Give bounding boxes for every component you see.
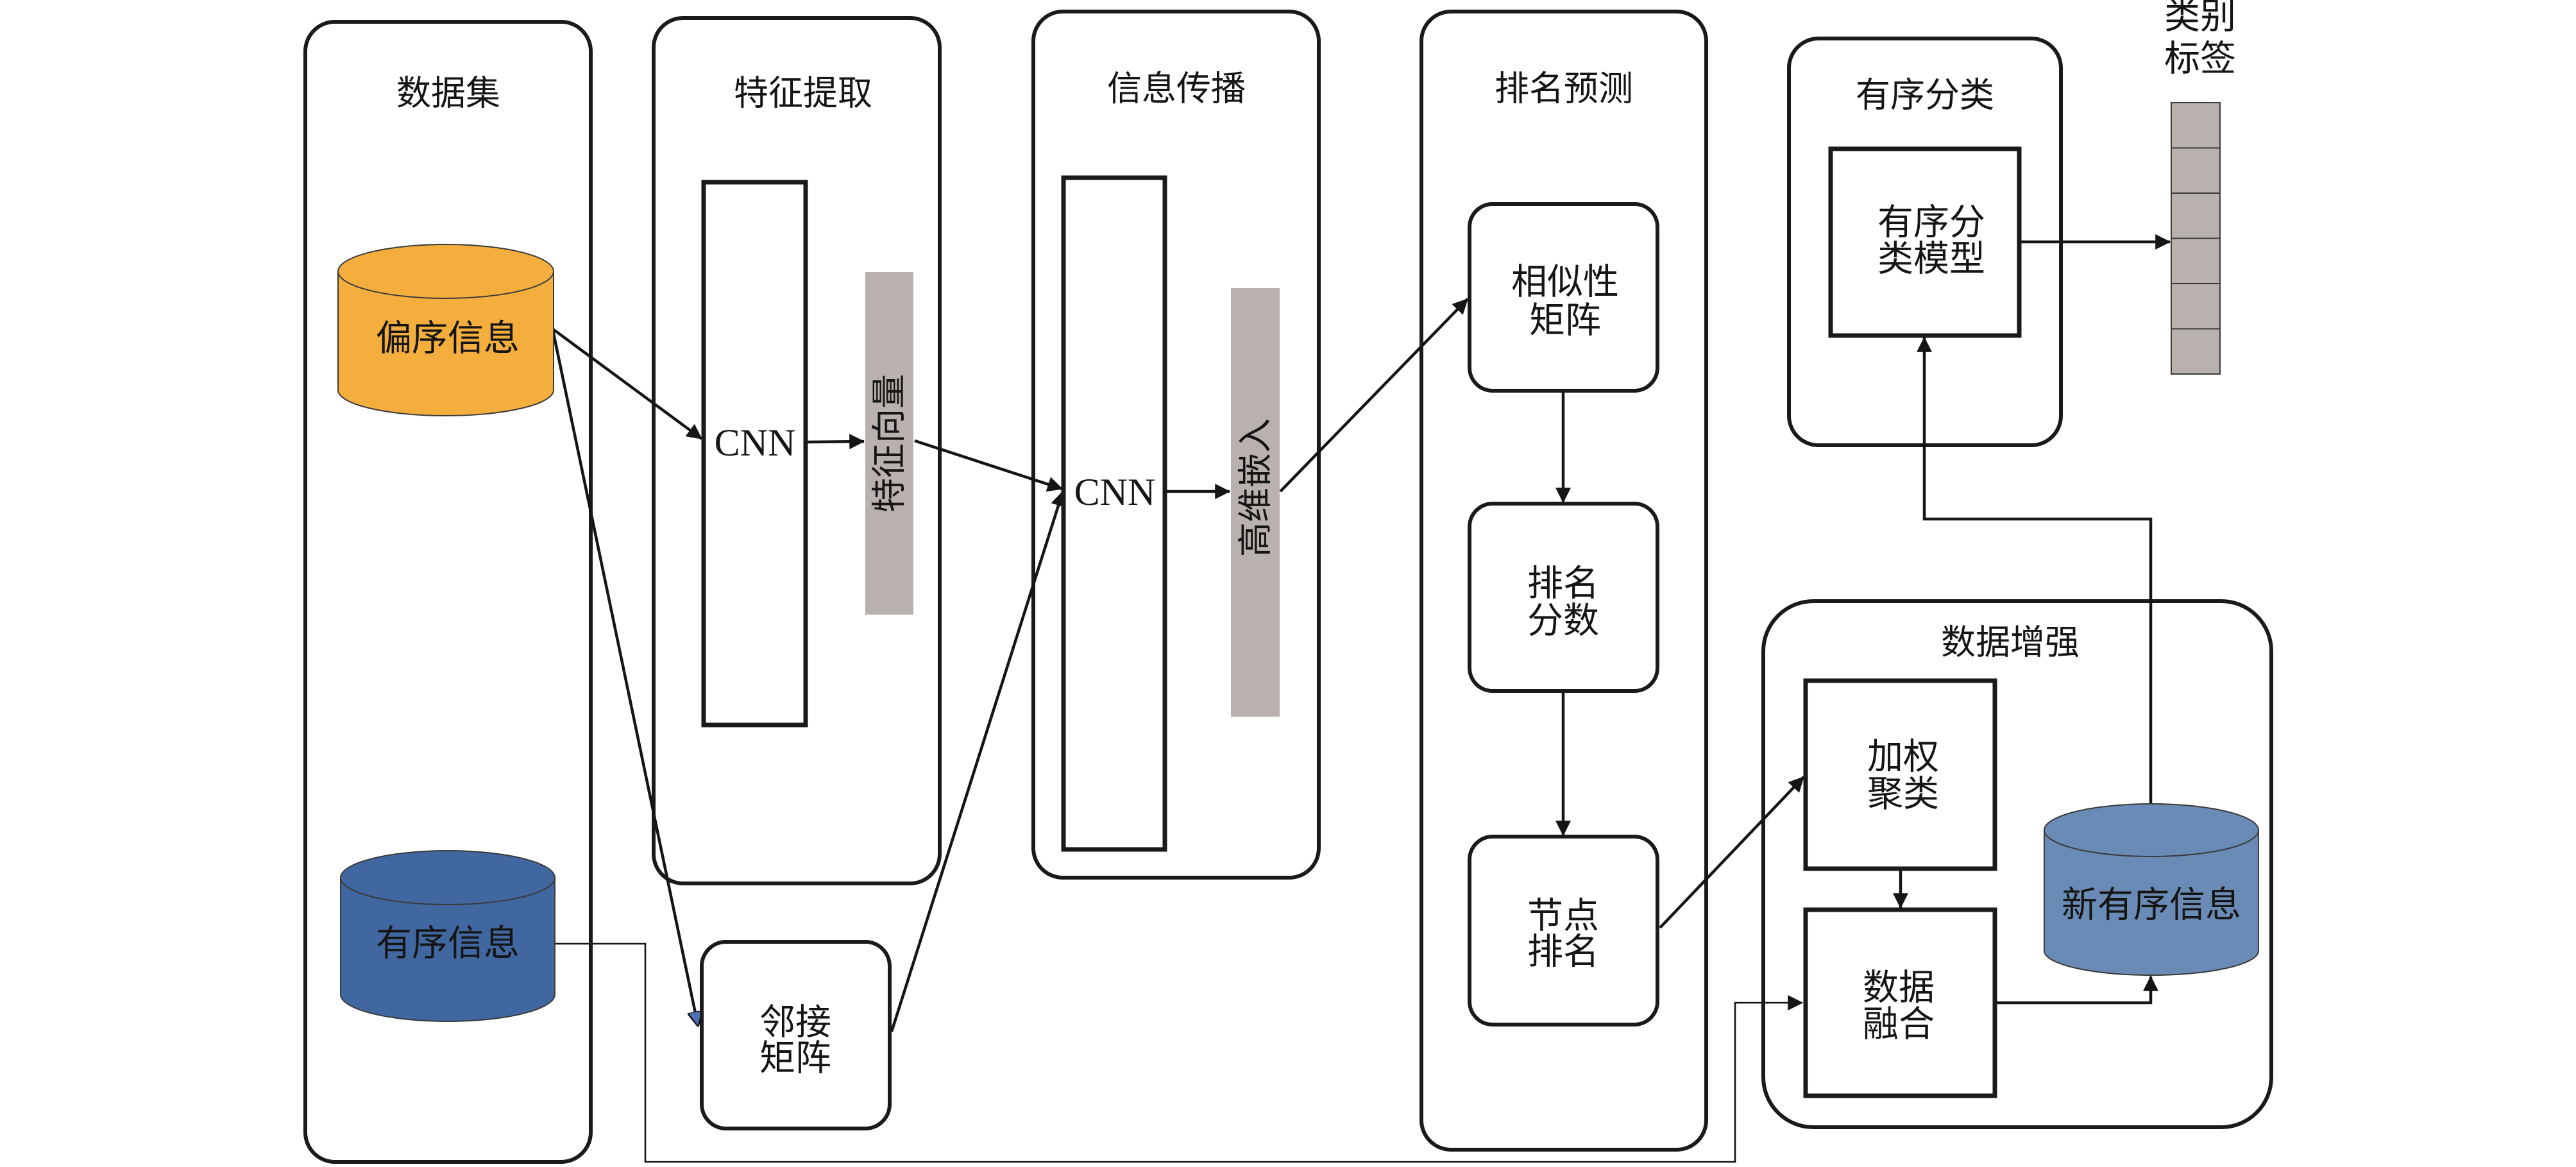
ordinal-model-label-line2: 类模型 [1877,239,1985,280]
data-fusion-label-line1: 数据 [1863,967,1935,1009]
connectors [551,234,2171,1163]
new-ordered-info-label: 新有序信息 [2062,885,2241,926]
ranking-score-box [1468,502,1659,693]
ranking-score-label-line1: 排名 [1527,563,1599,605]
class-labels-title-line2: 标签 [2164,38,2236,80]
edge-partial-order-to-cnn1 [552,328,703,440]
edge-ordered-info-to-fusion [555,942,1804,1163]
class-label-cell [2171,237,2221,284]
edge-partial-order-to-adjacency [551,330,698,1025]
stage-feature-extraction-title: 特征提取 [734,73,872,114]
similarity-matrix-label-line2: 矩阵 [1529,300,1601,342]
node-ranking-label-line1: 节点 [1527,896,1599,937]
feature-vector-label: 特征向量 [869,374,910,513]
cnn-1-label: CNN [715,422,796,464]
class-label-cell [2171,102,2221,149]
weighted-clustering-label-line2: 聚类 [1867,774,1939,815]
data-fusion-box [1803,907,1997,1098]
weighted-clustering-label-line1: 加权 [1867,737,1939,778]
cylinder-ordered-info: 有序信息 [340,850,555,1022]
edge-cnn1-to-feature-vector [806,434,865,450]
stage-dataset-title: 数据集 [396,73,500,114]
stage-ranking-prediction-title: 排名预测 [1495,69,1633,109]
cylinder-partial-order-body [337,271,554,416]
ordered-info-label: 有序信息 [376,923,520,965]
high-dim-embedding-bar [1231,288,1280,717]
cylinder-ordered-top [340,850,555,905]
cylinder-partial-order-top [337,244,554,299]
partial-order-info-label: 偏序信息 [376,318,520,360]
ranking-score-label-line2: 分数 [1527,601,1599,642]
stage-ordinal-classification-title: 有序分类 [1856,75,1994,115]
node-ranking-label-line2: 排名 [1527,932,1599,973]
adjacency-matrix-box [700,940,892,1130]
stage-info-propagation-title: 信息传播 [1107,69,1246,109]
edge-adjacency-to-cnn2 [890,490,1066,1032]
similarity-matrix-label-line1: 相似性 [1511,262,1619,303]
weighted-clustering-box [1803,678,1997,871]
data-fusion-label-line2: 融合 [1863,1004,1935,1046]
edge-feature-vector-to-cnn2 [914,439,1063,492]
class-label-cells [2171,102,2221,375]
class-label-cell [2171,328,2221,375]
cylinder-partial-order-info: 偏序信息 [337,244,554,416]
adjacency-matrix-label-line1: 邻接 [759,1002,831,1044]
ordinal-model-box [1828,146,2022,338]
feature-vector-bar [865,272,913,615]
edge-new-ordered-info-to-model [1917,336,2153,804]
cnn-2-block [1061,175,1167,852]
cnn-2-label: CNN [1074,471,1156,513]
edge-fusion-to-new-ordered-info [1996,975,2158,1005]
class-labels-title-line1: 类别 [2164,0,2236,38]
edge-node-ranking-to-weighted-clustering [1659,776,1805,929]
cylinder-ordered-body [340,877,555,1022]
stage-data-augmentation-title: 数据增强 [1941,622,2080,663]
edge-embedding-to-similarity [1279,298,1469,493]
class-labels: 类别 标签 [2164,0,2236,375]
similarity-matrix-box [1468,202,1659,393]
node-ranking-box [1468,835,1659,1026]
cylinder-new-ordered-body [2044,830,2259,976]
ordinal-model-label-line1: 有序分 [1877,202,1985,244]
class-label-cell [2171,147,2221,194]
cylinder-new-ordered-top [2044,803,2259,857]
cylinder-new-ordered-info: 新有序信息 [2044,803,2259,976]
cnn-1-block [701,180,808,728]
class-label-cell [2171,283,2221,330]
high-dim-embedding-label: 高维嵌入 [1235,418,1276,557]
adjacency-matrix-label-line2: 矩阵 [759,1038,831,1080]
class-label-cell [2171,192,2221,239]
